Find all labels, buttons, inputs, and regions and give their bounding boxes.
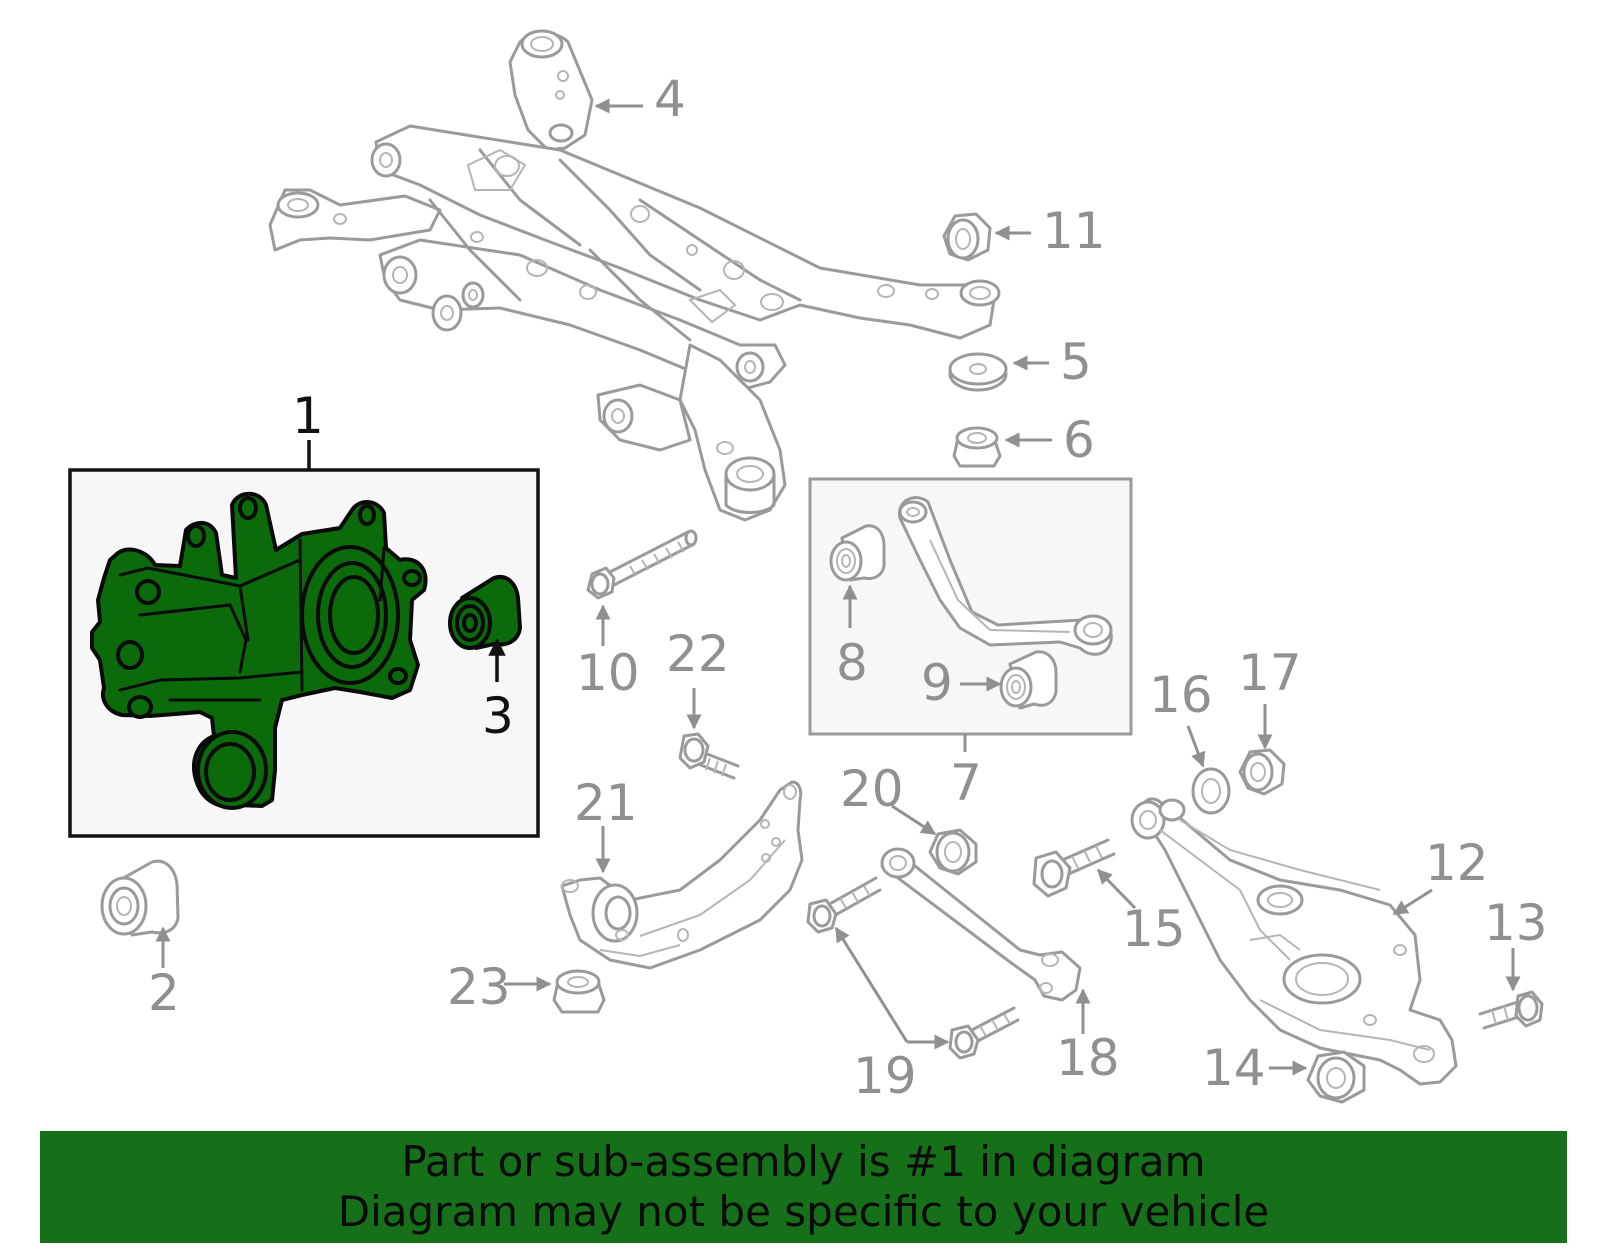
callout-20: 20 xyxy=(840,760,904,818)
knuckle-part-1[interactable] xyxy=(90,491,428,810)
nut-part-23[interactable] xyxy=(552,969,606,1014)
bolt-part-22[interactable] xyxy=(678,732,740,780)
callout-1: 1 xyxy=(292,387,324,445)
callout-4: 4 xyxy=(654,70,686,128)
callout-14: 14 xyxy=(1202,1039,1266,1097)
washer-part-5[interactable] xyxy=(948,352,1008,392)
lower-arm-part-21[interactable] xyxy=(560,780,804,970)
callout-16: 16 xyxy=(1149,666,1213,724)
banner-line-2: Diagram may not be specific to your vehi… xyxy=(337,1187,1270,1236)
bolt-part-15[interactable] xyxy=(1032,838,1116,898)
callout-7: 7 xyxy=(950,754,982,812)
callout-5: 5 xyxy=(1060,333,1092,391)
lower-control-arm-part-12[interactable] xyxy=(1130,797,1458,1086)
callout-8: 8 xyxy=(836,634,868,692)
callout-6: 6 xyxy=(1063,411,1095,469)
callout-2: 2 xyxy=(148,964,180,1022)
callout-13: 13 xyxy=(1484,894,1548,952)
banner-line-1: Part or sub-assembly is #1 in diagram xyxy=(401,1137,1206,1186)
callout-23: 23 xyxy=(447,958,511,1016)
bolt-part-19-lower[interactable] xyxy=(948,1006,1020,1060)
nut-part-20[interactable] xyxy=(928,828,978,876)
upper-arm-part-7[interactable] xyxy=(898,496,1113,656)
nut-part-11[interactable] xyxy=(942,212,992,262)
callout-12: 12 xyxy=(1425,834,1489,892)
callout-15: 15 xyxy=(1122,900,1186,958)
bushing-part-8[interactable] xyxy=(829,524,886,582)
callout-17: 17 xyxy=(1238,644,1302,702)
callout-9: 9 xyxy=(921,654,953,712)
nut-part-6[interactable] xyxy=(952,426,1002,468)
bushing-part-3[interactable] xyxy=(448,575,522,650)
link-part-18[interactable] xyxy=(880,847,1082,1002)
info-banner: Part or sub-assembly is #1 in diagram Di… xyxy=(40,1131,1567,1243)
callout-3: 3 xyxy=(482,687,514,745)
bolt-part-19-upper[interactable] xyxy=(806,876,882,934)
callout-22: 22 xyxy=(666,625,730,683)
callout-21: 21 xyxy=(574,774,638,832)
callout-10: 10 xyxy=(576,644,640,702)
nut-part-14[interactable] xyxy=(1306,1050,1366,1104)
callout-19: 19 xyxy=(853,1047,917,1105)
bolt-part-10[interactable] xyxy=(586,529,698,600)
bushing-part-2[interactable] xyxy=(100,859,180,937)
bushing-part-9[interactable] xyxy=(999,650,1058,710)
callout-18: 18 xyxy=(1056,1029,1120,1087)
washer-part-16[interactable] xyxy=(1191,767,1231,815)
crossmember-part-4[interactable] xyxy=(268,29,1001,522)
callout-11: 11 xyxy=(1042,202,1106,260)
bolt-part-13[interactable] xyxy=(1478,990,1544,1030)
nut-part-17[interactable] xyxy=(1238,748,1286,796)
